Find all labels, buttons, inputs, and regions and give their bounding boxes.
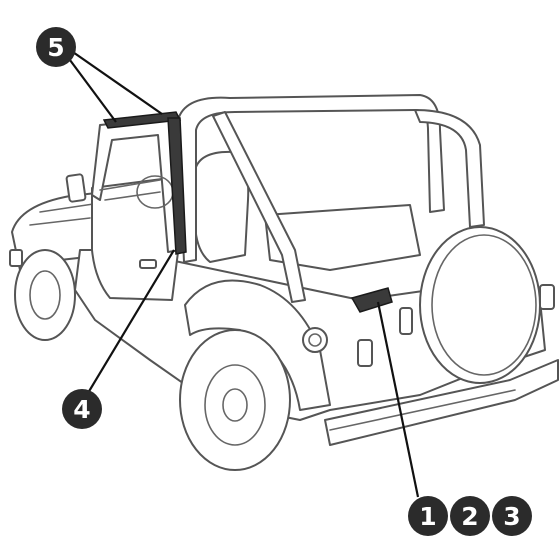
callout-5-label: 5 [47, 33, 64, 62]
roll-bar-side [212, 111, 306, 303]
door-pillar-seal-part [167, 117, 187, 255]
rear-fender [184, 279, 331, 411]
callout-1: 1 [408, 496, 448, 536]
callout-3: 3 [492, 496, 532, 536]
roll-bar [177, 94, 445, 263]
leader-5b [69, 49, 163, 115]
callout-3-label: 3 [503, 502, 520, 531]
door-handle [139, 259, 157, 269]
rear-seat [264, 204, 421, 271]
leader-5a [63, 51, 117, 123]
leader-4 [87, 249, 175, 394]
callout-5: 5 [36, 27, 76, 67]
rear-wheel [179, 329, 291, 471]
dashboard [99, 179, 161, 201]
tail-light-right [539, 284, 555, 310]
callout-4: 4 [62, 389, 102, 429]
leader-lines [63, 49, 420, 498]
callout-2: 2 [450, 496, 490, 536]
tailgate-bracket-part [350, 287, 393, 313]
callout-4-label: 4 [73, 395, 90, 424]
tail-light-left [357, 339, 373, 367]
front-wheel [14, 249, 76, 341]
tailgate-slot [399, 307, 413, 335]
callout-2-label: 2 [461, 502, 478, 531]
fuel-cap [302, 327, 328, 353]
callout-1-label: 1 [419, 502, 436, 531]
spare-tire [419, 226, 541, 384]
vehicle-illustration [9, 94, 559, 471]
leader-123 [376, 301, 420, 498]
side-marker [9, 249, 23, 267]
rear-bumper [324, 359, 559, 446]
side-mirror [65, 173, 87, 203]
